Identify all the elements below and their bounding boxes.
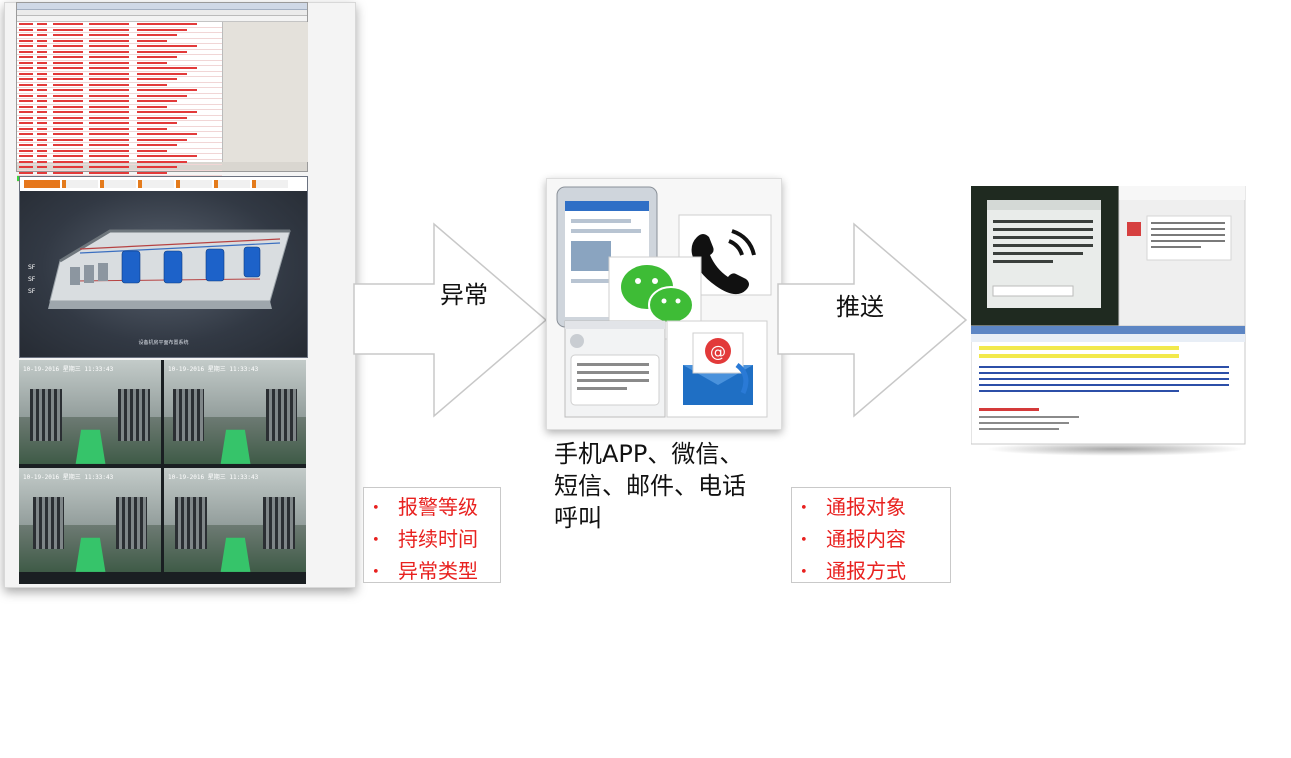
received-notifications-panel: [970, 185, 1247, 448]
log-row: [17, 116, 222, 121]
wechat-chat-screenshot: [1118, 185, 1246, 327]
log-row: [17, 138, 222, 143]
log-window-titlebar: [17, 3, 307, 10]
alarm-log-window: [16, 2, 308, 182]
log-row: [17, 66, 222, 72]
log-row: [17, 165, 222, 171]
sms-dialog-photo: [971, 186, 1119, 326]
log-row: [17, 83, 222, 88]
notify-factors-box: •通报对象 •通报内容 •通报方式: [791, 487, 951, 583]
log-row: [17, 143, 222, 149]
camera-grid: 10-19-2016 星期三 11:33:43 10-19-2016 星期三 1…: [19, 360, 306, 584]
log-row: [17, 110, 222, 116]
results-shadow: [985, 442, 1245, 456]
alarm-factor-item: •持续时间: [372, 527, 478, 551]
camera-feed: 10-19-2016 星期三 11:33:43: [19, 360, 161, 464]
log-row: [17, 160, 222, 165]
notification-channels-panel: @: [546, 178, 782, 430]
push-arrow-label: 推送: [836, 293, 884, 321]
channels-collage: @: [556, 186, 772, 418]
alarm-factor-item: •报警等级: [372, 495, 478, 519]
notify-factor-item: •通报方式: [800, 559, 906, 583]
log-row: [17, 22, 222, 28]
sms-screenshot: [564, 320, 666, 418]
log-row: [17, 61, 222, 66]
floorplan-nav-tab: [138, 180, 174, 188]
camera-feed: 10-19-2016 星期三 11:33:43: [164, 360, 306, 464]
alarm-factors-box: •报警等级 •持续时间 •异常类型: [363, 487, 501, 583]
log-row: [17, 55, 222, 61]
log-row: [17, 121, 222, 127]
log-window-tabs: [17, 10, 307, 16]
log-row: [17, 44, 222, 50]
floorplan-caption: 设备机房平面布置系统: [138, 340, 189, 346]
floorplan-nav-tab: [24, 180, 60, 188]
camera-timestamp: 10-19-2016 星期三 11:33:43: [168, 474, 259, 481]
log-row: [17, 77, 222, 83]
channels-line: 手机APP、微信、: [554, 440, 744, 468]
log-row: [17, 94, 222, 99]
channels-description: 手机APP、微信、 短信、邮件、电话 呼叫: [554, 438, 794, 534]
floorplan-nav-bar: [20, 177, 307, 191]
floorplan-nav-tab: [252, 180, 288, 188]
floorplan-window: SF SF SF 设备机房平面布置系统: [19, 176, 308, 358]
camera-timestamp: 10-19-2016 星期三 11:33:43: [23, 366, 114, 373]
floorplan-illustration: SF SF SF: [28, 229, 291, 309]
camera-feed: 10-19-2016 星期三 11:33:43: [19, 468, 161, 572]
svg-text:SF: SF: [28, 288, 36, 295]
camera-timestamp: 10-19-2016 星期三 11:33:43: [168, 366, 259, 373]
log-row: [17, 33, 222, 39]
log-row: [17, 50, 222, 55]
log-row: [17, 132, 222, 138]
floorplan-nav-tab: [100, 180, 136, 188]
log-row: [17, 105, 222, 110]
email-client-screenshot: [970, 325, 1246, 445]
alarm-factor-item: •异常类型: [372, 559, 478, 583]
log-row: [17, 88, 222, 94]
alarm-log-rows: [17, 22, 222, 182]
log-row: [17, 154, 222, 160]
channels-line: 短信、邮件、电话: [554, 472, 746, 500]
log-row: [17, 72, 222, 77]
floorplan-3d-view: SF SF SF 设备机房平面布置系统: [20, 191, 307, 357]
log-row: [17, 39, 222, 44]
camera-timestamp: 10-19-2016 星期三 11:33:43: [23, 474, 114, 481]
notify-factor-item: •通报内容: [800, 527, 906, 551]
anomaly-arrow: [353, 222, 548, 418]
channels-line: 呼叫: [554, 504, 602, 532]
push-arrow: [777, 222, 968, 418]
floorplan-nav-tab: [214, 180, 250, 188]
notification-screenshots: [970, 185, 1246, 445]
log-row: [17, 28, 222, 33]
log-row: [17, 127, 222, 132]
notify-factor-item: •通报对象: [800, 495, 906, 519]
log-row: [17, 149, 222, 154]
anomaly-arrow-label: 异常: [440, 281, 488, 309]
floorplan-nav-tab: [176, 180, 212, 188]
log-window-column-header: [17, 16, 307, 22]
floorplan-nav-tab: [62, 180, 98, 188]
log-row: [17, 171, 222, 176]
camera-feed: 10-19-2016 星期三 11:33:43: [164, 468, 306, 572]
svg-text:SF: SF: [28, 276, 36, 283]
svg-text:SF: SF: [28, 264, 36, 271]
svg-text:@: @: [710, 342, 726, 361]
email-at-icon: @: [666, 320, 768, 418]
log-row: [17, 99, 222, 105]
log-detail-pane: [222, 22, 308, 162]
